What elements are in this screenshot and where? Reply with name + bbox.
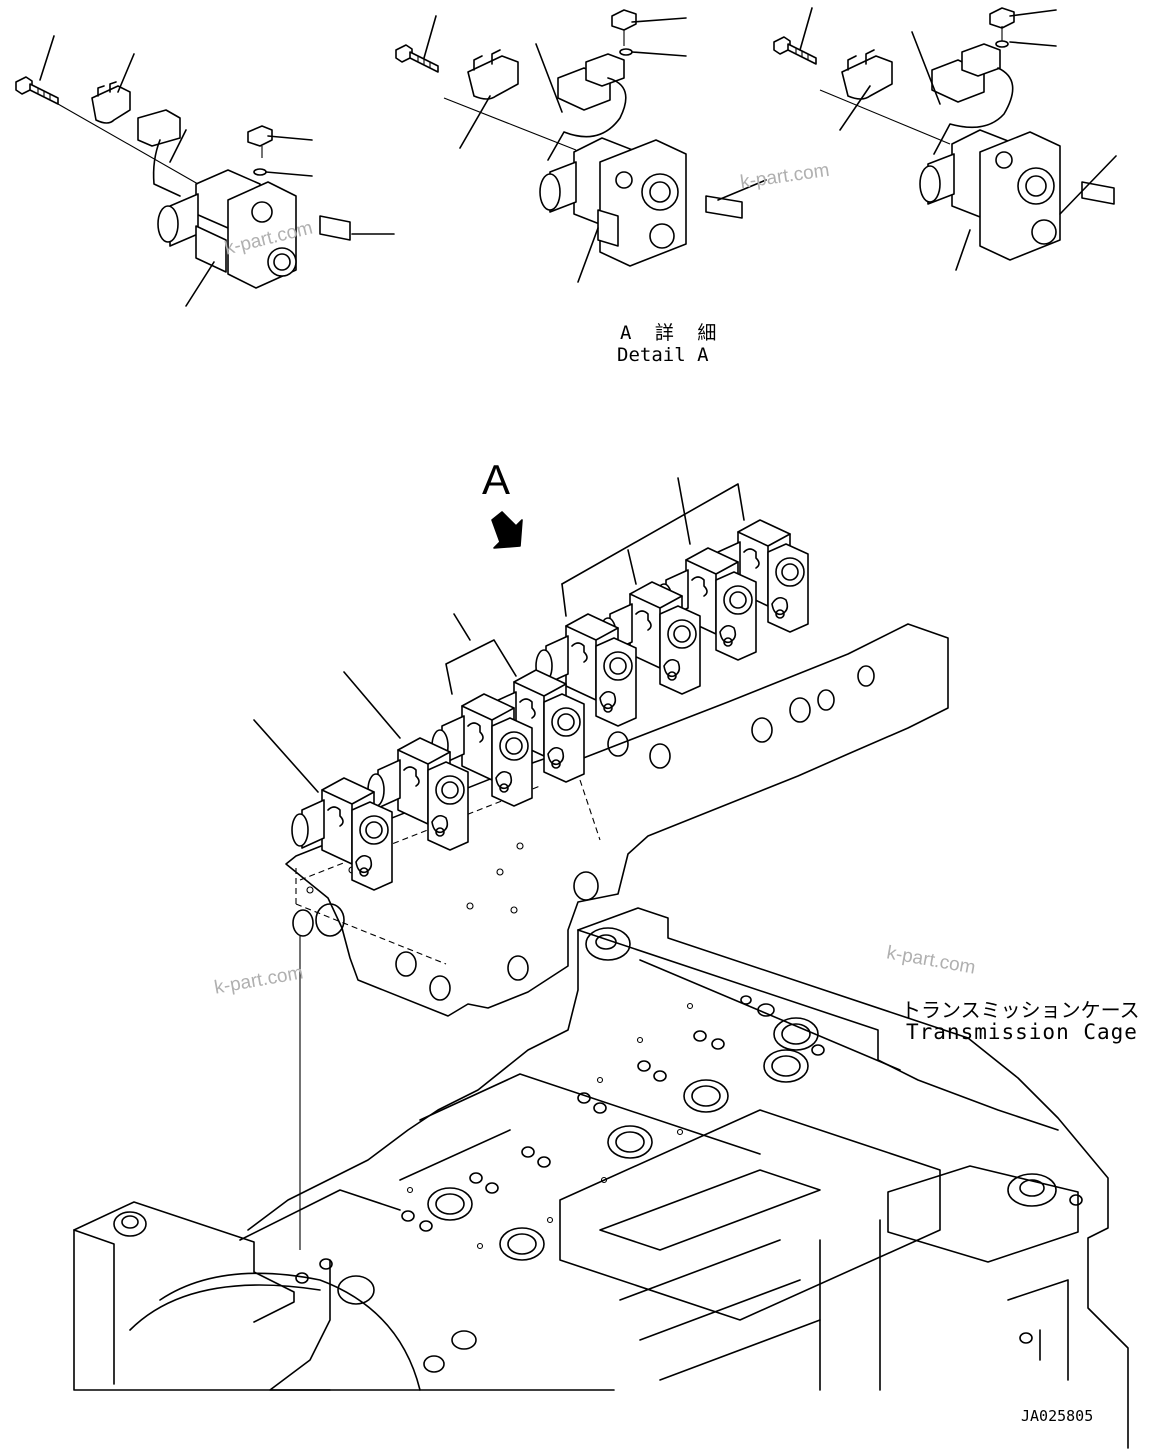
view-marker: A <box>482 456 511 503</box>
detail-unit-3 <box>773 7 1117 271</box>
detail-caption-en: Detail A <box>617 344 709 366</box>
drawing-number: JA025805 <box>1021 1407 1094 1425</box>
detail-unit-1 <box>15 35 395 307</box>
detail-caption-jp: A 詳 細 <box>620 322 723 344</box>
detail-unit-2 <box>395 9 767 283</box>
case-ports <box>295 995 1083 1373</box>
transmission-case <box>73 907 1129 1449</box>
case-label-en: Transmission Cage <box>906 1020 1138 1044</box>
case-label-jp: トランスミッションケース <box>901 998 1140 1022</box>
view-arrow <box>491 511 523 549</box>
valve-base-plate <box>285 623 949 1017</box>
leader-lines <box>253 477 745 1250</box>
